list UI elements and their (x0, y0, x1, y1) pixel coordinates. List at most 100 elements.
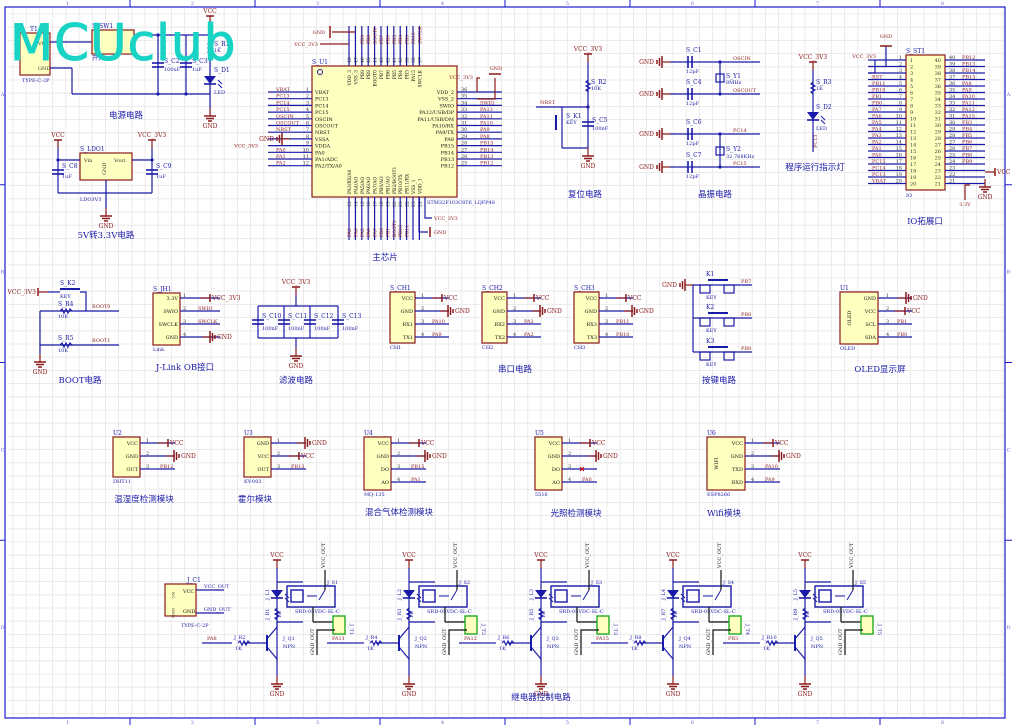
pwr-label: VCC (906, 308, 921, 315)
pin-name: 12 (910, 130, 916, 136)
transistor-collector (794, 626, 806, 640)
pin-number: 34 (461, 100, 467, 106)
switch-body (91, 29, 135, 55)
relay-contact (318, 589, 326, 601)
pin-number: 5 (899, 81, 902, 87)
pin-number: 2 (605, 306, 608, 312)
designator: J_R1 (265, 609, 271, 621)
pin-name: PC14 (315, 103, 329, 109)
part-value: 10K (58, 348, 68, 354)
part-value: LDO3V3 (80, 197, 101, 203)
pin-name: VSS_3 (353, 70, 359, 86)
pin-number: 18 (896, 166, 902, 172)
frame-row-label: C (1007, 447, 1011, 453)
designator: S_SW1 (92, 23, 113, 30)
pin-name: OUT (126, 467, 138, 473)
power-symbol: VCC_3V3 (798, 54, 827, 70)
block-crystal: GNDS_C112pFOSCINGNDS_C412pFOSCOUTGNDS_C6… (639, 47, 760, 180)
terminal-block (332, 615, 346, 635)
net-label: GND_OUT (204, 607, 231, 613)
junction-dot (718, 165, 722, 169)
gnd-label: GND (639, 164, 654, 171)
terminal-block (596, 615, 610, 635)
module-body (534, 436, 563, 491)
pwr-label: VCC (535, 295, 550, 302)
pin-number: 7 (306, 127, 309, 133)
crystal-body (715, 73, 725, 83)
pin-number: 23 (949, 166, 955, 172)
pin-number: 6 (306, 121, 309, 127)
pin-number: 15 (360, 201, 366, 207)
pin-number: 3 (277, 464, 280, 470)
pin-number: 47 (353, 57, 359, 63)
frame-col-label: 5 (566, 720, 569, 725)
pin-number: 43 (379, 57, 385, 63)
pin-number: 33 (461, 107, 467, 113)
pin-number: 1 (146, 438, 149, 444)
net-label: PB1 (385, 228, 391, 237)
net-label: PA0 (276, 147, 286, 153)
part-value: 1K (673, 611, 679, 618)
wire (868, 60, 876, 74)
pin-number: 2 (277, 451, 280, 457)
pin-name: VDD_3 (347, 70, 353, 87)
pin-name: GND (183, 609, 195, 615)
terminal-block (860, 615, 874, 635)
wire (80, 291, 119, 312)
pin-name: 31 (935, 117, 941, 123)
part-value: 10K (591, 86, 601, 92)
pin-number: 9 (899, 107, 902, 113)
net-label: PB6 (385, 35, 391, 44)
designator: J_S3 (590, 580, 602, 586)
gnd-label: GND (33, 369, 48, 376)
pwr-label: VCC (665, 552, 680, 559)
capacitor (52, 169, 64, 175)
pin-name: VCC (731, 441, 743, 447)
pin-name: GND (257, 441, 269, 447)
terminal-block (728, 615, 742, 635)
frame-col-label: 2 (191, 1, 194, 7)
pin-name: 29 (935, 130, 941, 136)
gnd-label: GND (639, 131, 654, 138)
pin-name: 6 (910, 91, 913, 97)
power-symbol: VCC_3V3 (7, 288, 48, 296)
pin-name: 39 (935, 65, 941, 71)
net-label: PA7 (373, 228, 379, 237)
pin-number: 48 (347, 57, 353, 63)
net-label: BOOT1 (392, 220, 398, 237)
part-value: 1K (763, 646, 770, 652)
designator: S_C6 (686, 119, 702, 126)
part-value: IO (906, 193, 912, 199)
pin-number: 30 (949, 120, 955, 126)
frame-col-label: 6 (691, 720, 694, 725)
net-label: GND_OUT (706, 628, 712, 655)
net-label: NRST (276, 127, 292, 133)
ground-symbol: GND (297, 437, 327, 449)
gnd-label: GND (99, 223, 114, 230)
pin-number: 4 (183, 332, 186, 338)
pin-name: 26 (935, 149, 941, 155)
net-label: PA4 (872, 127, 882, 133)
net-label: OSCIN (733, 56, 751, 62)
resistor (206, 41, 214, 55)
junction-dot (586, 105, 590, 109)
net-label: PB13 (962, 62, 975, 68)
pin-name: TX1 (403, 335, 413, 341)
pin-name: 17 (910, 162, 916, 168)
pin-name: VCC (585, 296, 597, 302)
ground-symbol: GND (402, 676, 417, 698)
resistor (765, 639, 779, 647)
pin-name: PA5/AO (360, 177, 366, 194)
pin-name: PC13 (315, 97, 329, 103)
pin-number: 4 (899, 75, 902, 81)
designator: J_R9 (793, 609, 799, 621)
led-triangle (204, 76, 216, 84)
net-label: PC13 (872, 172, 886, 178)
ground-symbol: GND (639, 56, 670, 68)
part-value: DHT11 (113, 479, 131, 485)
part-value: 12pF (686, 101, 700, 107)
part-value: 1K (409, 611, 415, 618)
module-body (706, 436, 746, 491)
